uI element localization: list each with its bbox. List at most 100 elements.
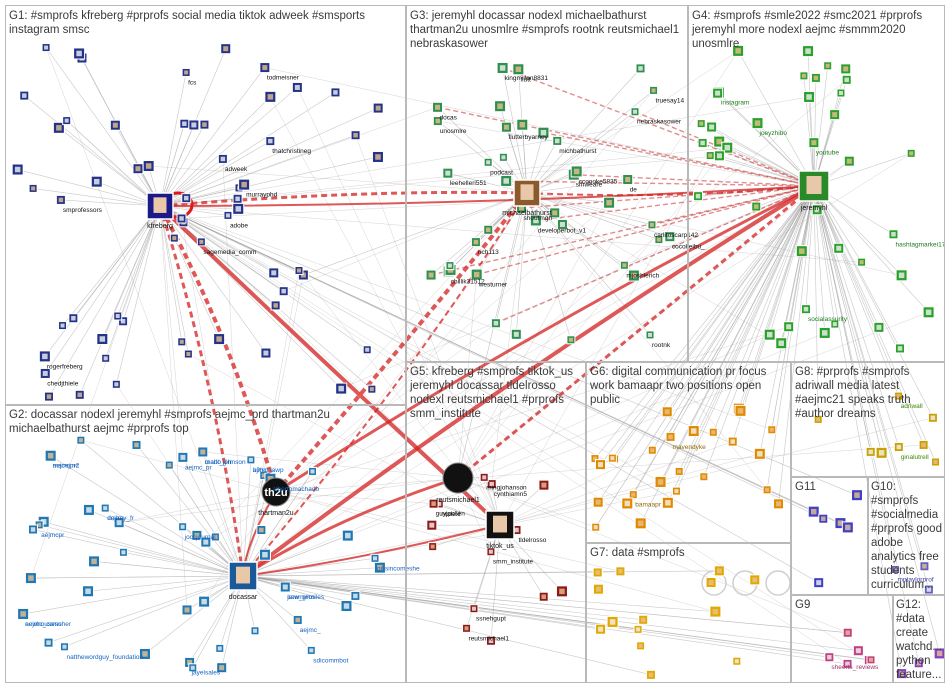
node-avatar [878, 450, 885, 456]
node-avatar [668, 434, 673, 440]
group-title-g11: G11 [795, 481, 816, 493]
node-label: crabb_jim [205, 459, 233, 466]
edge [275, 326, 789, 493]
edge [242, 79, 847, 577]
node-label: devmy_fr [107, 515, 135, 522]
edge [159, 205, 862, 263]
node-avatar [191, 122, 197, 128]
node-avatar [606, 199, 612, 206]
group-box-g12 [893, 595, 945, 683]
edge-strong [241, 184, 816, 578]
node-avatar [473, 271, 480, 278]
node-label: adriwall [901, 403, 924, 410]
node-avatar [716, 138, 722, 145]
node-avatar [715, 90, 721, 96]
node-avatar [310, 469, 315, 474]
node-avatar [573, 168, 580, 175]
edge [780, 185, 815, 344]
node-avatar [225, 213, 230, 218]
node-avatar [876, 324, 882, 330]
edge [242, 575, 652, 676]
edge [526, 192, 635, 276]
node-label: docas [440, 114, 458, 121]
node-label: tldelrosso [519, 537, 547, 544]
node-label: adobe [230, 222, 248, 229]
edge [676, 185, 815, 492]
node-avatar [625, 177, 631, 183]
node-avatar [235, 196, 240, 202]
node-label: rich113 [478, 249, 499, 256]
node-avatar [821, 330, 828, 336]
node-avatar [179, 339, 184, 344]
node-label: adweek [225, 166, 248, 173]
node-avatar [519, 121, 526, 128]
node-avatar [501, 155, 506, 160]
edge-strong [159, 185, 815, 207]
node-avatar [268, 138, 273, 144]
edge [43, 521, 244, 577]
node-label: cynthiamn5 [494, 491, 528, 498]
node-avatar [778, 340, 784, 346]
node-label: jeremyrmiles [286, 594, 325, 601]
node-avatar [665, 500, 671, 506]
edge [33, 188, 161, 207]
node-avatar [776, 501, 782, 507]
node-avatar [555, 138, 560, 144]
group-box-g11 [791, 477, 868, 595]
edge [499, 417, 933, 526]
node-avatar [114, 382, 119, 387]
node-avatar [765, 487, 770, 492]
edge [813, 68, 847, 187]
edge [159, 205, 183, 342]
edge [769, 185, 815, 335]
node-avatar [799, 248, 805, 254]
edge [303, 192, 528, 276]
edge [490, 524, 501, 641]
node-label: socialassurity [808, 316, 848, 323]
edge [771, 185, 815, 430]
node-avatar [213, 534, 218, 539]
node-avatar [499, 65, 506, 71]
edge [660, 185, 815, 483]
node-label: podcast [490, 169, 513, 176]
node-label: leehelleri551 [450, 180, 487, 187]
edge [94, 561, 244, 577]
node-avatar [99, 336, 106, 342]
edge [499, 441, 733, 526]
node-label: joccjournal [184, 534, 217, 541]
edge [738, 185, 815, 409]
node-avatar [896, 444, 902, 450]
edge [30, 575, 244, 579]
edge [242, 153, 912, 577]
edge [813, 185, 880, 328]
node-avatar [515, 66, 522, 73]
edge [24, 95, 161, 207]
labels-layer: kfrebergdocassarjeremyhlthartman2umichae… [25, 75, 946, 677]
node-label: reutsmichael1 [469, 635, 510, 642]
node-avatar [810, 508, 817, 515]
node-avatar [734, 659, 739, 664]
node-label: ssnehgupt [476, 616, 506, 623]
node-avatar [843, 66, 849, 72]
node-avatar [78, 438, 83, 443]
node-avatar [897, 346, 903, 351]
node-avatar [345, 532, 351, 539]
group-title-g5: G5: kfreberg #smprofs tiktok_us jeremyhl… [410, 366, 573, 420]
node-avatar [656, 237, 661, 242]
node-avatar [898, 272, 905, 279]
edge [242, 570, 720, 577]
node-avatar [300, 272, 306, 278]
node-avatar [690, 428, 697, 434]
node-avatar [216, 336, 222, 342]
node-label: murrayphd [246, 192, 277, 199]
node-avatar [273, 303, 278, 308]
edge [242, 575, 716, 612]
node-label: jayelsales [191, 669, 221, 676]
edge [159, 205, 188, 610]
edge [202, 451, 244, 577]
node-avatar [77, 392, 82, 398]
node-avatar [845, 630, 850, 635]
node-avatar [909, 151, 914, 156]
node-label: rogerfreberg [47, 363, 83, 370]
node-label: mavendyke [673, 444, 707, 451]
